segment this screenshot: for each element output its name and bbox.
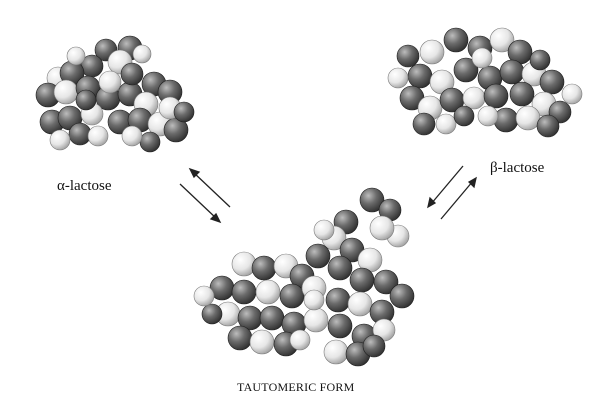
dark-atom-sphere: [483, 83, 509, 109]
light-atom-sphere: [249, 329, 275, 355]
light-atom-sphere: [323, 339, 349, 365]
dark-atom-sphere: [453, 105, 475, 127]
light-atom-sphere: [66, 46, 86, 66]
light-atom-sphere: [347, 291, 373, 317]
equilibrium-arrows-left: [179, 167, 231, 224]
dark-atom-sphere: [227, 325, 253, 351]
light-atom-sphere: [419, 39, 445, 65]
arrow-to-alpha: [188, 167, 231, 208]
dark-atom-sphere: [529, 49, 551, 71]
alpha-lactose-molecule: [35, 35, 195, 153]
light-atom-sphere: [515, 105, 541, 131]
equilibrium-arrows-right: [427, 165, 477, 220]
light-atom-sphere: [561, 83, 583, 105]
arrow-to-tautomeric-right: [427, 165, 464, 209]
light-atom-sphere: [303, 307, 329, 333]
dark-atom-sphere: [539, 69, 565, 95]
dark-atom-sphere: [373, 269, 399, 295]
dark-atom-sphere: [493, 107, 519, 133]
dark-atom-sphere: [389, 283, 415, 309]
light-atom-sphere: [387, 67, 409, 89]
dark-atom-sphere: [120, 62, 144, 86]
dark-atom-sphere: [453, 57, 479, 83]
light-atom-sphere: [289, 329, 311, 351]
dark-atom-sphere: [201, 303, 223, 325]
dark-atom-sphere: [362, 334, 386, 358]
dark-atom-sphere: [327, 313, 353, 339]
beta-lactose-molecule: [387, 27, 583, 138]
light-atom-sphere: [98, 70, 122, 94]
dark-atom-sphere: [231, 279, 257, 305]
light-atom-sphere: [489, 27, 515, 53]
light-atom-sphere: [313, 219, 335, 241]
light-atom-sphere: [255, 279, 281, 305]
light-atom-sphere: [121, 125, 143, 147]
light-atom-sphere: [53, 79, 79, 105]
dark-atom-sphere: [443, 27, 469, 53]
arrow-to-beta: [440, 176, 477, 220]
dark-atom-sphere: [412, 112, 436, 136]
dark-atom-sphere: [173, 101, 195, 123]
beta-lactose-label: β-lactose: [490, 160, 545, 176]
light-atom-sphere: [132, 44, 152, 64]
dark-atom-sphere: [536, 114, 560, 138]
tautomeric-form-label: TAUTOMERIC FORM: [237, 380, 355, 394]
light-atom-sphere: [435, 113, 457, 135]
dark-atom-sphere: [279, 283, 305, 309]
dark-atom-sphere: [349, 267, 375, 293]
light-atom-sphere: [87, 125, 109, 147]
dark-atom-sphere: [327, 255, 353, 281]
light-atom-sphere: [369, 215, 395, 241]
light-atom-sphere: [303, 289, 325, 311]
dark-atom-sphere: [509, 81, 535, 107]
dark-atom-sphere: [259, 305, 285, 331]
dark-atom-sphere: [396, 44, 420, 68]
tautomeric-form-molecule: [193, 187, 415, 367]
arrow-to-tautomeric-left: [179, 183, 222, 224]
light-atom-sphere: [471, 47, 493, 69]
dark-atom-sphere: [499, 59, 525, 85]
dark-atom-sphere: [305, 243, 331, 269]
light-atom-sphere: [49, 129, 71, 151]
light-atom-sphere: [477, 105, 499, 127]
dark-atom-sphere: [68, 122, 92, 146]
alpha-lactose-label: α-lactose: [57, 178, 112, 194]
dark-atom-sphere: [75, 89, 97, 111]
dark-atom-sphere: [407, 63, 433, 89]
dark-atom-sphere: [359, 187, 385, 213]
light-atom-sphere: [462, 86, 486, 110]
dark-atom-sphere: [139, 131, 161, 153]
dark-atom-sphere: [251, 255, 277, 281]
dark-atom-sphere: [325, 287, 351, 313]
light-atom-sphere: [193, 285, 215, 307]
